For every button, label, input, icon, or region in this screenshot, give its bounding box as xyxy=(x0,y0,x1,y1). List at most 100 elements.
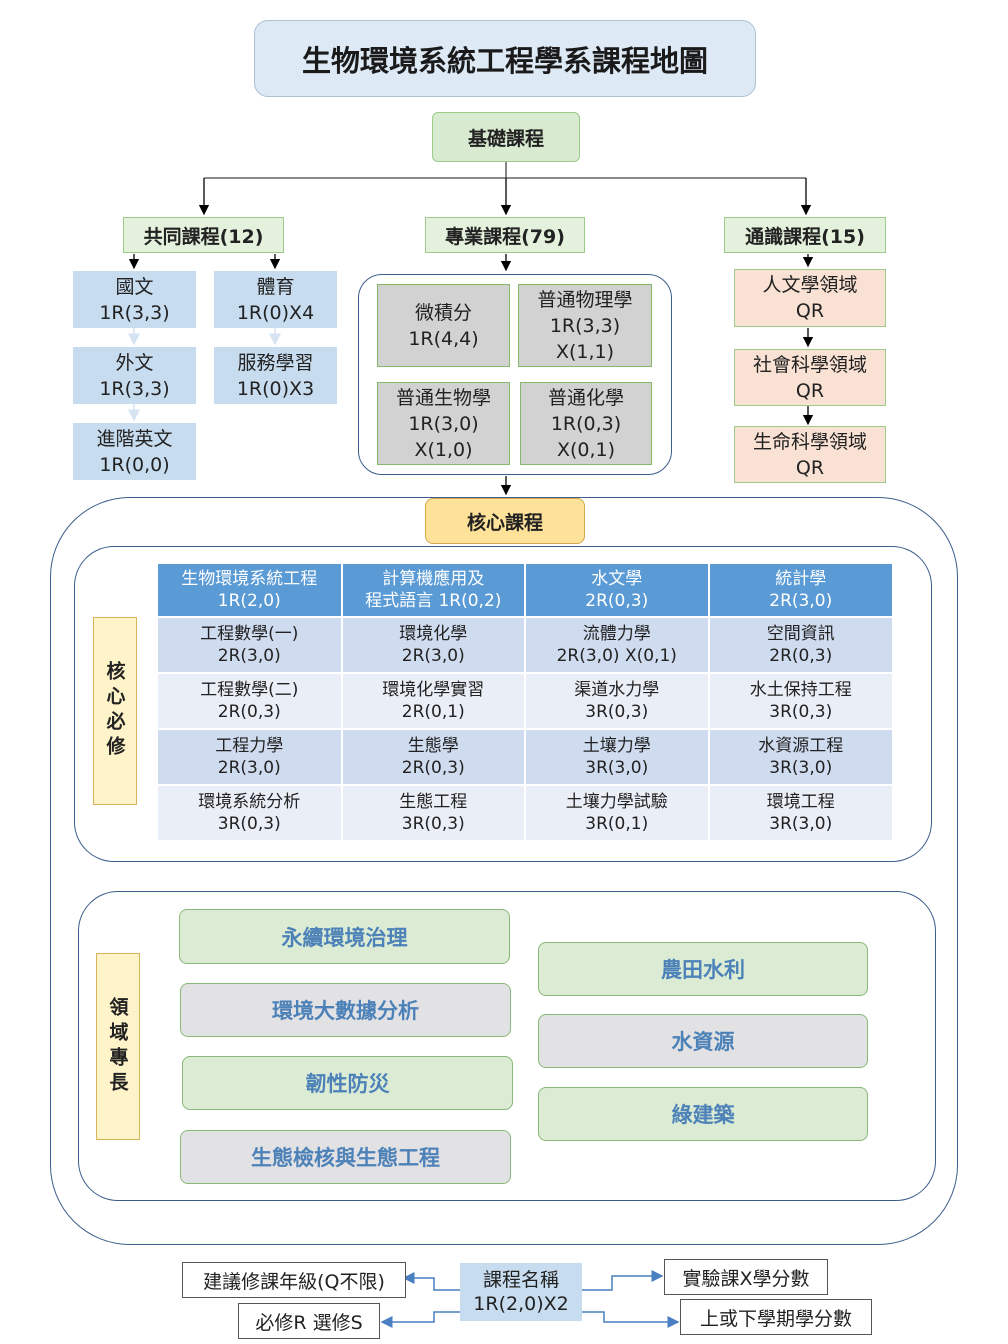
course-name: 工程數學(一) xyxy=(200,624,299,644)
table-cell: 工程數學(二)2R(0,3) xyxy=(158,672,343,729)
course-name: 社會科學領域 xyxy=(752,353,867,376)
course-code: 2R(3,0) xyxy=(217,646,281,666)
course-code: 2R(0,3) xyxy=(217,702,281,722)
major-course-group xyxy=(358,274,672,475)
course-name: 服務學習 xyxy=(237,351,314,374)
course-code: 3R(0,3) xyxy=(217,814,281,834)
course-code: 2R(3,0) X(0,1) xyxy=(556,646,677,666)
legend-course-name: 課程名稱 xyxy=(482,1269,559,1291)
course-name: 環境系統分析 xyxy=(198,792,301,812)
course-social-science: 社會科學領域 QR xyxy=(734,349,886,406)
course-name: 人文學領域 xyxy=(762,274,858,296)
course-name: 生態學 xyxy=(407,736,459,756)
specialty-ecological-engineering: 生態檢核與生態工程 xyxy=(180,1130,511,1184)
specialty-irrigation: 農田水利 xyxy=(538,942,868,996)
course-code: 2R(0,3) xyxy=(401,758,465,778)
course-calculus: 微積分 1R(4,4) xyxy=(377,284,510,367)
course-code: 程式語言 1R(0,2) xyxy=(365,591,502,611)
legend-required: 必修R 選修S xyxy=(238,1303,380,1339)
course-code: 3R(0,3) xyxy=(401,814,465,834)
course-humanities: 人文學領域 QR xyxy=(734,269,886,327)
course-name: 普通生物學 xyxy=(395,386,491,409)
legend-lab: 實驗課X學分數 xyxy=(664,1259,828,1295)
course-name: 水文學 xyxy=(591,569,643,589)
course-code: 2R(3,0) xyxy=(401,646,465,666)
course-code: 1R(2,0) xyxy=(217,591,281,611)
legend-grade: 建議修課年級(Q不限) xyxy=(182,1262,406,1298)
course-code: 2R(3,0) xyxy=(769,591,833,611)
course-foreign-language: 外文 1R(3,3) xyxy=(73,347,196,404)
course-name: 微積分 xyxy=(414,301,472,324)
course-name: 空間資訊 xyxy=(766,624,835,644)
course-advanced-english: 進階英文 1R(0,0) xyxy=(73,423,196,480)
course-name: 渠道水力學 xyxy=(574,680,660,700)
course-code: 3R(3,0) xyxy=(769,758,833,778)
table-header-cell: 計算機應用及程式語言 1R(0,2) xyxy=(341,564,526,617)
course-name: 流體力學 xyxy=(582,624,651,644)
general-courses-node: 通識課程(15) xyxy=(724,217,886,253)
specialty-big-data: 環境大數據分析 xyxy=(180,983,511,1037)
core-required-container xyxy=(74,546,932,862)
course-name: 環境工程 xyxy=(766,792,835,812)
course-code: QR xyxy=(795,456,825,479)
course-name: 土壤力學 xyxy=(582,736,651,756)
specialty-green-building: 綠建築 xyxy=(538,1087,868,1141)
core-course-container xyxy=(50,497,958,1245)
specialty-water-resources: 水資源 xyxy=(538,1014,868,1068)
course-code: 1R(0)X4 xyxy=(236,301,315,324)
basic-courses-node: 基礎課程 xyxy=(432,112,580,162)
course-code: 2R(0,1) xyxy=(401,702,465,722)
major-courses-node: 專業課程(79) xyxy=(425,217,585,253)
course-code: 3R(0,1) xyxy=(585,814,649,834)
course-name: 生態工程 xyxy=(399,792,468,812)
course-code: 1R(3,3) xyxy=(99,301,170,324)
table-cell: 工程數學(一)2R(3,0) xyxy=(158,616,343,673)
course-lab: X(1,0) xyxy=(414,438,473,461)
course-name: 體育 xyxy=(256,275,295,298)
course-chinese: 國文 1R(3,3) xyxy=(73,271,196,328)
course-name: 統計學 xyxy=(775,569,827,589)
course-name: 環境化學實習 xyxy=(382,680,485,700)
course-lab: X(0,1) xyxy=(556,438,616,461)
specialty-sustainable-governance: 永續環境治理 xyxy=(179,909,510,964)
course-code: 2R(3,0) xyxy=(217,758,281,778)
course-name: 環境化學 xyxy=(399,624,468,644)
course-biology: 普通生物學 1R(3,0) X(1,0) xyxy=(377,382,510,465)
course-name: 生物環境系統工程 xyxy=(181,569,318,589)
course-name: 國文 xyxy=(115,275,154,298)
course-service-learning: 服務學習 1R(0)X3 xyxy=(214,347,337,404)
course-code: 1R(4,4) xyxy=(408,327,479,350)
course-name: 進階英文 xyxy=(96,427,173,450)
course-code: 3R(3,0) xyxy=(769,814,833,834)
course-life-science: 生命科學領域 QR xyxy=(734,426,886,483)
course-pe: 體育 1R(0)X4 xyxy=(214,271,337,328)
course-name: 水土保持工程 xyxy=(749,680,852,700)
course-code: QR xyxy=(795,300,825,322)
course-code: 3R(3,0) xyxy=(585,758,649,778)
course-code: 1R(0,3) xyxy=(550,412,622,435)
course-name: 普通化學 xyxy=(547,386,624,409)
specialty-label: 領域專長 xyxy=(96,953,140,1140)
specialty-container xyxy=(78,891,936,1201)
course-code: 2R(0,3) xyxy=(769,646,833,666)
